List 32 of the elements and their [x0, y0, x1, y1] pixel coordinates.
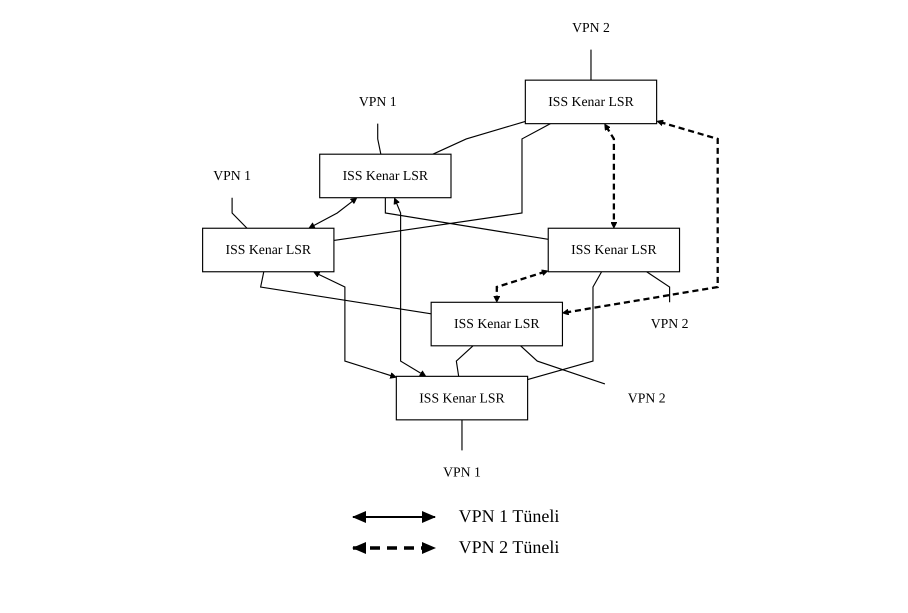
arrow — [562, 120, 719, 316]
vpn-label: VPN 1 — [213, 168, 251, 184]
router-box: ISS Kenar LSR — [524, 80, 658, 124]
router-box: ISS Kenar LSR — [396, 376, 528, 420]
connector — [377, 124, 382, 154]
connector — [456, 345, 474, 376]
connector — [590, 50, 592, 80]
vpn-label: VPN 1 — [443, 464, 481, 480]
connector — [527, 271, 602, 380]
router-box: ISS Kenar LSR — [202, 228, 334, 272]
arrow — [313, 272, 397, 379]
legend-text: VPN 2 Tüneli — [458, 537, 560, 558]
connector — [432, 120, 526, 155]
router-box: ISS Kenar LSR — [548, 228, 680, 272]
connector — [646, 271, 670, 302]
arrow — [308, 198, 358, 229]
vpn-label: VPN 2 — [628, 390, 666, 406]
arrow — [394, 198, 426, 377]
vpn-label: VPN 2 — [572, 20, 610, 36]
arrow — [493, 269, 548, 303]
router-box: ISS Kenar LSR — [430, 302, 564, 346]
legend-text: VPN 1 Tüneli — [458, 506, 560, 527]
connector — [260, 272, 432, 314]
connector — [334, 123, 551, 241]
router-box: ISS Kenar LSR — [319, 154, 452, 198]
arrow — [604, 124, 618, 229]
vpn-label: VPN 1 — [358, 94, 397, 110]
connector — [232, 198, 248, 229]
connector — [384, 198, 548, 240]
connector — [520, 345, 606, 384]
connector — [461, 420, 463, 450]
vpn-label: VPN 2 — [650, 316, 688, 332]
